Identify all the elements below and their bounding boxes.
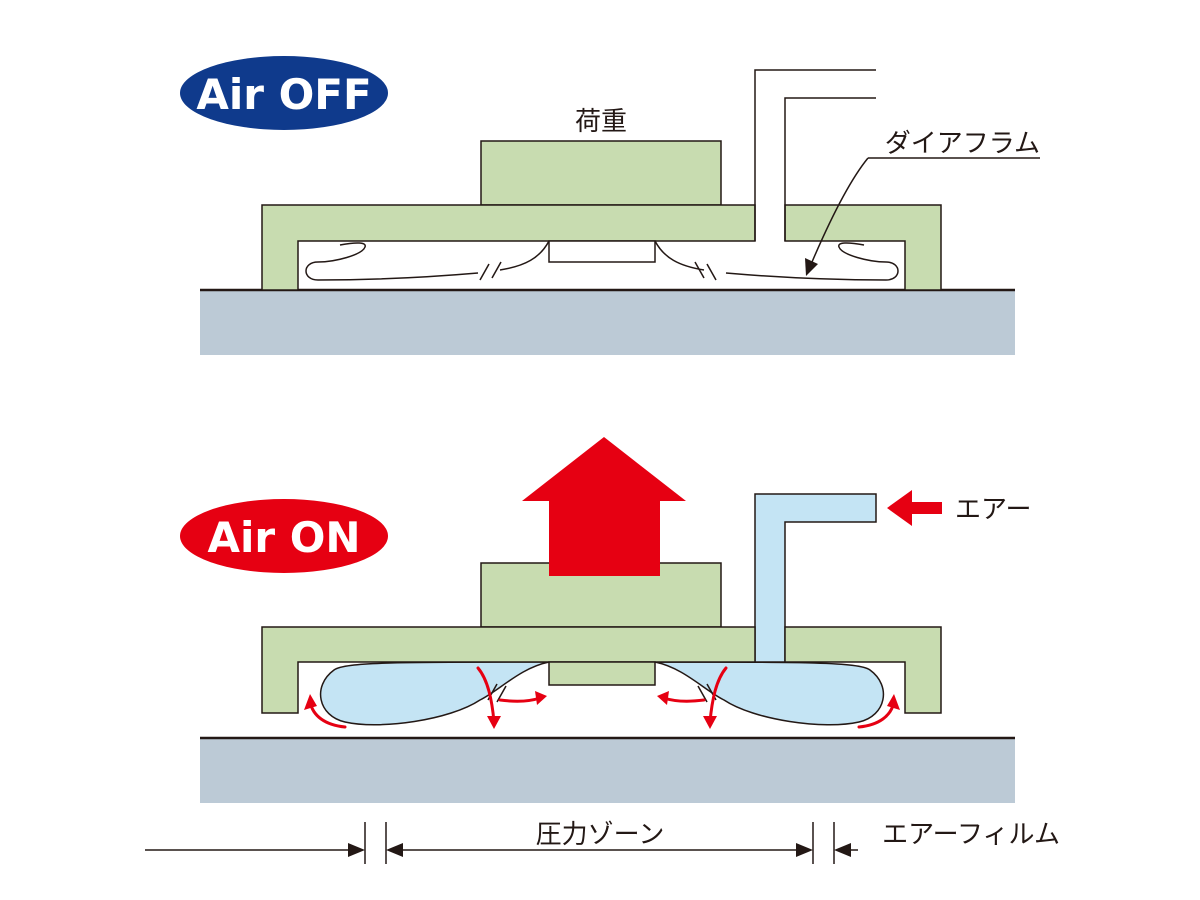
flow-head-left-edge <box>304 694 317 710</box>
air-flow-arrowheads <box>304 691 900 729</box>
dim-head-1 <box>348 843 365 857</box>
orifice-mark-right-bottom-2 <box>697 685 708 703</box>
zone-dimension <box>145 822 858 864</box>
center-boss-top <box>548 240 656 263</box>
flow-arrow-right-inner-2 <box>662 696 706 703</box>
flow-arrow-left-inner-2 <box>498 696 542 703</box>
dim-head-3 <box>796 843 813 857</box>
orifice-mark-right-top <box>694 261 705 279</box>
diaphragm-leader-arrowhead <box>805 258 818 276</box>
air-pipe-top <box>754 69 876 241</box>
pressure-zone-label: 圧力ゾーン <box>536 820 665 850</box>
air-on-badge-label: Air ON <box>207 513 360 562</box>
air-label: エアー <box>955 495 1031 525</box>
inflated-diaphragm-right <box>654 661 885 726</box>
flow-head-left-inner-2 <box>535 691 547 705</box>
orifice-mark-right-top-2 <box>706 263 717 281</box>
diaphragm-top-right <box>654 240 899 281</box>
flow-head-left-inner-1 <box>487 716 501 729</box>
air-on-panel: Air ON エアー <box>180 437 1031 803</box>
inflated-diaphragm-left <box>319 661 550 726</box>
diaphragm-top <box>305 240 550 281</box>
air-film-label: エアーフィルム <box>882 820 1060 850</box>
load-block-top <box>480 140 722 206</box>
diaphragm-label: ダイアフラム <box>885 129 1040 159</box>
dim-head-4 <box>834 843 851 857</box>
bearing-frame-bottom <box>261 626 942 714</box>
center-boss-bottom <box>548 661 656 686</box>
flow-head-right-inner-1 <box>703 716 717 729</box>
orifice-mark-left-top <box>491 261 502 279</box>
diaphragm-leader <box>811 157 869 263</box>
ground-block-bottom <box>200 738 1015 803</box>
air-off-badge <box>180 56 388 130</box>
ground-block-top <box>200 290 1015 355</box>
zone-dimension-arrowheads <box>348 843 851 857</box>
dim-head-2 <box>386 843 403 857</box>
air-off-badge-label: Air OFF <box>196 70 371 119</box>
orifice-mark-left-top-2 <box>479 263 490 281</box>
air-inlet-arrow <box>887 490 942 526</box>
lift-arrow <box>522 437 686 576</box>
flow-head-right-inner-2 <box>657 691 669 705</box>
air-on-badge <box>180 499 388 573</box>
orifice-mark-left-bottom-2 <box>496 685 507 703</box>
load-label: 荷重 <box>575 107 627 137</box>
flow-head-right-edge <box>887 694 900 710</box>
air-off-panel: Air OFF 荷重 ダイアフラム <box>180 56 1040 355</box>
